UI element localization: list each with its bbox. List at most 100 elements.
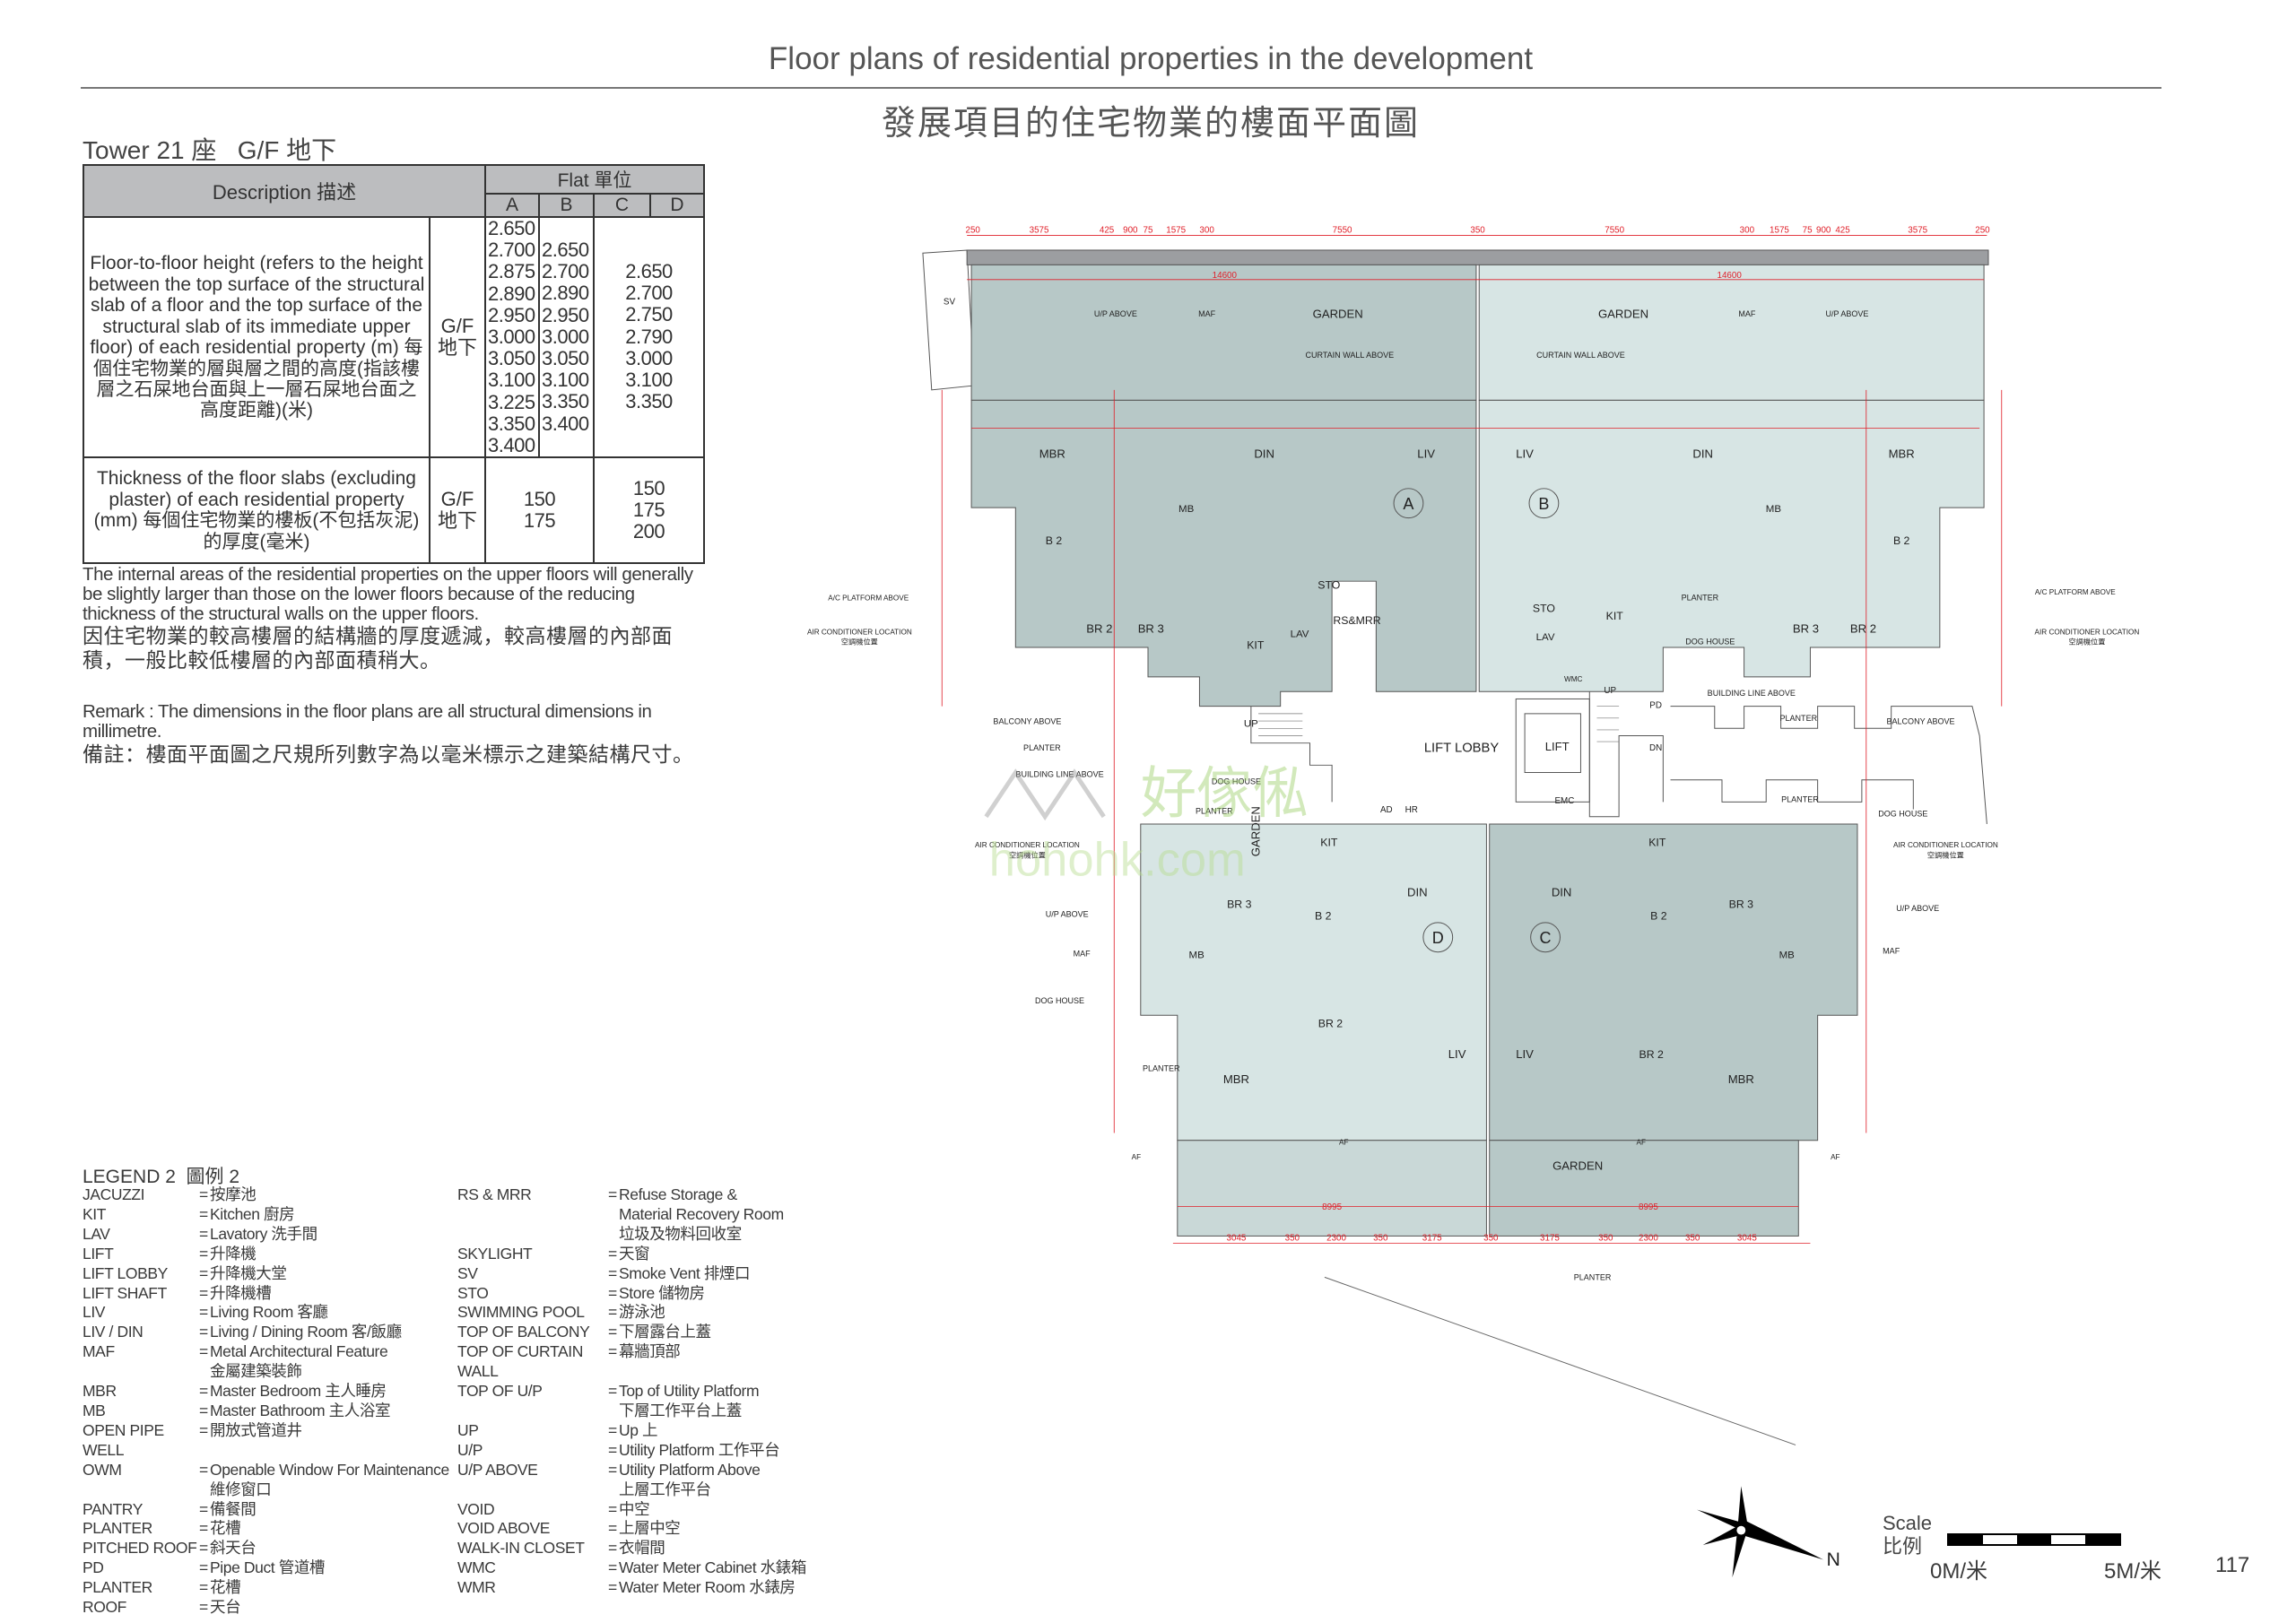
legend-item: OWM =Openable Window For Maintenance (83, 1461, 449, 1480)
legend-item: LIFT LOBBY=升降機大堂 (83, 1264, 449, 1284)
legend-meaning: 天台 (210, 1598, 241, 1617)
legend-abbr: VOID ABOVE (457, 1519, 550, 1538)
legend-equals: = (199, 1460, 208, 1479)
legend-abbr: PLANTER (83, 1578, 152, 1597)
room-label: AIR CONDITIONER LOCATION (1893, 841, 1998, 849)
flat-cd-values: 2.650 2.700 2.750 2.790 3.000 3.100 3.35… (592, 215, 706, 459)
garden-a (970, 264, 1477, 401)
legend-abbr: SWIMMING POOL (457, 1303, 585, 1322)
room-label: BR 2 (1850, 622, 1876, 636)
legend-abbr: LIFT SHAFT (83, 1283, 167, 1302)
room-label: PLANTER (1574, 1273, 1612, 1282)
legend-item: WALK-IN CLOSET=衣帽間 (457, 1539, 806, 1558)
legend-equals: = (608, 1323, 617, 1341)
dimension-label: 350 (1373, 1233, 1388, 1243)
room-label: 空調機位置 (1009, 851, 1046, 860)
legend-item: U/P=Utility Platform 工作平台 (457, 1441, 806, 1461)
dimension-label: 3575 (1030, 225, 1049, 235)
legend-meaning: 下層工作平台上蓋 (619, 1401, 742, 1419)
room-label: LIFT LOBBY (1424, 742, 1500, 756)
legend-equals: = (199, 1323, 208, 1341)
legend-meaning: 幕牆頂部 (619, 1342, 681, 1361)
legend-meaning: Openable Window For Maintenance (210, 1460, 449, 1479)
room-label: PLANTER (1682, 594, 1719, 603)
dimension-label: 8995 (1322, 1202, 1342, 1212)
legend-abbr: VOID (457, 1499, 495, 1518)
dimension-label: 425 (1100, 225, 1115, 235)
legend-item: LAV=Lavatory 洗手間 (83, 1225, 449, 1245)
legend-abbr: TOP OF BALCONY (457, 1323, 590, 1341)
room-label: B 2 (1046, 534, 1063, 547)
room-label: KIT (1648, 837, 1666, 849)
legend-meaning: Utility Platform 工作平台 (619, 1440, 780, 1459)
legend-item: MBR=Master Bedroom 主人睡房 (83, 1382, 449, 1402)
smoke-vent-outline (922, 249, 975, 391)
room-label: AF (1339, 1139, 1348, 1147)
note-zh: 因住宅物業的較高樓層的結構牆的厚度遞減，較高樓層的內部面積，一般比較低樓層的內部… (83, 624, 673, 672)
legend-meaning: Top of Utility Platform (619, 1382, 760, 1401)
legend-meaning: 天窗 (619, 1244, 650, 1263)
legend-meaning: Utility Platform Above (619, 1460, 761, 1479)
legend-item: WMR=Water Meter Room 水錶房 (457, 1578, 806, 1598)
room-label: MBR (1223, 1072, 1249, 1086)
legend-column-2: RS & MRR=Refuse Storage &Material Recove… (457, 1185, 806, 1598)
flat-a-marker (1393, 488, 1424, 519)
legend-abbr: RS & MRR (457, 1185, 532, 1203)
legend-abbr: JACUZZI (83, 1185, 145, 1203)
remark-en: Remark : The dimensions in the floor pla… (83, 701, 652, 742)
legend-item: Material Recovery Room (457, 1205, 806, 1225)
room-label: DIN (1407, 885, 1428, 898)
legend-equals: = (199, 1558, 208, 1577)
legend-equals: = (199, 1578, 208, 1597)
room-label: CURTAIN WALL ABOVE (1305, 351, 1394, 360)
room-label: AIR CONDITIONER LOCATION (2035, 628, 2140, 636)
legend-equals: = (199, 1342, 208, 1361)
legend-equals: = (608, 1185, 617, 1203)
legend-item: LIFT=升降機 (83, 1245, 449, 1264)
room-label: PD (1649, 700, 1662, 710)
title-divider (81, 87, 2161, 89)
dimension-label: 3175 (1540, 1233, 1560, 1243)
room-label: MAF (1738, 309, 1756, 318)
legend-meaning: 衣帽間 (619, 1539, 665, 1558)
legend-abbr: SV (457, 1263, 478, 1282)
legend-abbr: MBR (83, 1382, 117, 1401)
room-label: U/P ABOVE (1046, 909, 1089, 918)
dimension-label: 250 (966, 225, 981, 235)
scale-label: Scale 比例 (1883, 1512, 1933, 1558)
dimension-label: 900 (1816, 225, 1831, 235)
flat-d-marker (1422, 922, 1454, 953)
legend-equals: = (608, 1263, 617, 1282)
room-label: PLANTER (1023, 743, 1061, 752)
legend-abbr: STO (457, 1283, 489, 1302)
room-label: U/P ABOVE (1825, 309, 1868, 318)
internal-area-note: The internal areas of the residential pr… (83, 565, 710, 673)
legend-abbr: OWM (83, 1460, 122, 1479)
table-row: Floor-to-floor height (refers to the hei… (83, 215, 706, 459)
legend-abbr: PLANTER (83, 1519, 152, 1538)
legend-equals: = (199, 1263, 208, 1282)
flat-c (1489, 823, 1858, 1141)
legend-equals: = (199, 1420, 208, 1439)
room-label: MAF (1074, 950, 1091, 959)
row-floor: G/F 地下 (429, 456, 486, 565)
room-label: LAV (1291, 629, 1309, 640)
lift-car (1524, 713, 1581, 774)
legend-meaning: 備餐間 (210, 1499, 257, 1518)
flat-b-marker (1528, 488, 1560, 519)
flat-a-header: A (484, 193, 540, 218)
legend-item: SKYLIGHT=天窗 (457, 1245, 806, 1264)
legend-equals: = (199, 1519, 208, 1538)
room-label: 空調機位置 (841, 638, 878, 647)
legend-abbr: WALK-IN CLOSET (457, 1539, 585, 1558)
garden-b (1478, 264, 1985, 401)
room-label: LIV (1516, 447, 1534, 460)
remark-zh: 備註：樓面平面圖之尺規所列數字為以毫米標示之建築結構尺寸。 (83, 742, 694, 766)
table-row: Thickness of the floor slabs (excluding … (83, 456, 706, 565)
dimension-label: 14600 (1718, 271, 1743, 281)
room-label: AF (1636, 1139, 1645, 1147)
room-label: B (1538, 495, 1549, 513)
dimension-label: 75 (1803, 225, 1813, 235)
legend-abbr: U/P (457, 1440, 483, 1459)
